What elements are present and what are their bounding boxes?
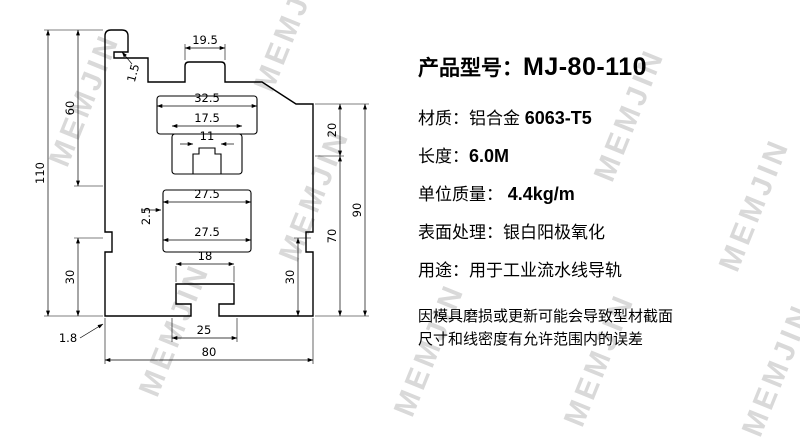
spec-length-label: 长度： [418,147,469,166]
dim-mid-width-lower: 27.5 [194,225,220,239]
dim-right-height: 90 [350,203,364,218]
disclaimer-line-2: 尺寸和线密度有允许范围内的误差 [418,331,644,349]
spec-length: 长度：6.0M [418,142,792,167]
dim-slot-inner-width: 18 [198,249,213,263]
spec-unit-mass: 单位质量： 4.4kg/m [418,180,792,205]
product-model-value: MJ-80-110 [523,53,648,81]
spec-panel: 产品型号：MJ-80-110 材质：铝合金 6063-T5 长度：6.0M 单位… [418,52,792,352]
dim-right-upper: 20 [325,123,339,138]
dimension-lines [46,29,367,362]
dim-overall-width: 80 [202,345,217,359]
dim-cavity-top-width: 32.5 [194,91,220,105]
spec-material-bold: 6063-T5 [524,108,592,128]
spec-unit-mass-label: 单位质量： [418,185,503,204]
dim-lower-right-height: 30 [283,270,297,285]
profile-svg: 19.5 1.5 32.5 17.5 11 27.5 2.5 27.5 18 2… [33,29,369,364]
disclaimer-line-1: 因模具磨损或更新可能会导致型材截面 [418,308,674,325]
spec-usage-value: 用于工业流水线导轨 [469,261,622,280]
dim-mid-width-upper: 27.5 [194,187,220,201]
dim-wall-thickness: 2.5 [139,207,153,225]
spec-usage: 用途：用于工业流水线导轨 [418,256,792,281]
spec-usage-label: 用途： [418,261,469,280]
lower-cavity [162,189,252,253]
dim-foot-spacing: 25 [197,323,212,337]
dimension-labels: 19.5 1.5 32.5 17.5 11 27.5 2.5 27.5 18 2… [33,33,364,359]
dim-cavity-mid-width: 17.5 [194,111,220,125]
spec-material-value: 铝合金 [469,109,525,128]
dim-bump-width: 19.5 [192,33,218,47]
spec-surface-label: 表面处理： [418,223,503,242]
spec-material-label: 材质： [418,109,469,128]
spec-length-bold: 6.0M [469,146,510,166]
product-model-row: 产品型号：MJ-80-110 [418,52,792,82]
spec-surface: 表面处理：银白阳极氧化 [418,218,792,243]
center-boss [192,147,222,175]
dim-overall-height: 110 [33,162,47,184]
profile-outline [104,29,314,317]
spec-material: 材质：铝合金 6063-T5 [418,104,792,129]
spec-unit-mass-bold: 4.4kg/m [507,184,575,204]
product-model-label: 产品型号： [418,57,523,80]
disclaimer: 因模具磨损或更新可能会导致型材截面 尺寸和线密度有允许范围内的误差 [418,305,792,352]
dim-lip-thickness: 1.5 [124,62,142,83]
dim-bottom-wall: 1.8 [59,331,77,345]
spec-surface-value: 银白阳极氧化 [503,223,605,242]
dim-right-lower: 70 [325,229,339,244]
dim-lower-left-height: 30 [63,270,77,285]
profile-cross-section-drawing: 19.5 1.5 32.5 17.5 11 27.5 2.5 27.5 18 2… [0,0,410,400]
dim-boss-width: 11 [200,129,215,143]
dim-upper-height: 60 [63,101,77,116]
